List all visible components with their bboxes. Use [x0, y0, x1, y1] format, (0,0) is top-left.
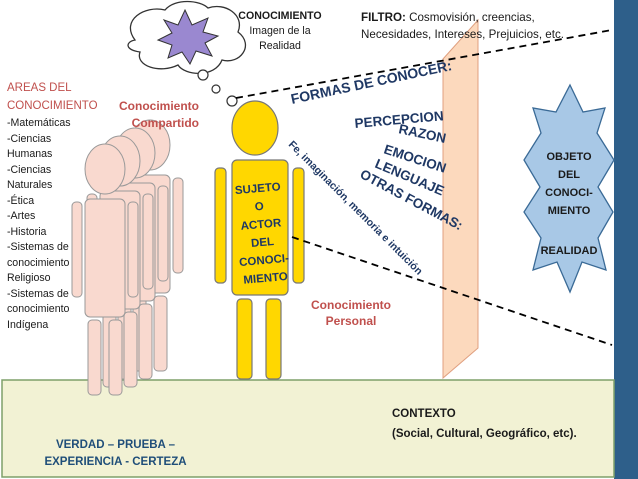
filter-body: Cosmovisión, creencias, Necesidades, Int…: [361, 11, 564, 41]
objeto-line-1: OBJETO: [546, 151, 591, 163]
areas-item: -Artes: [7, 210, 36, 222]
areas-item: -Ciencias: [7, 132, 52, 145]
thought-dot-3: [226, 95, 238, 107]
thought-dot-1: [197, 69, 209, 81]
areas-title-line-2: CONOCIMIENTO: [7, 100, 98, 112]
objeto-label: OBJETO DEL CONOCI- MIENTO REALIDAD: [541, 151, 598, 257]
areas-item: -Sistemas de: [7, 241, 69, 253]
areas-item: conocimiento: [7, 303, 70, 315]
shared-line-2: Compartido: [131, 116, 199, 130]
areas-item: -Historia: [7, 225, 47, 238]
actor-body: [231, 159, 289, 296]
areas-item: Naturales: [7, 179, 53, 191]
sujeto-line-3: ACTOR: [240, 217, 282, 233]
shared-figures: [71, 119, 184, 396]
formas-title: FORMAS DE CONOCER:: [289, 57, 453, 107]
areas-item: Indígena: [7, 318, 49, 331]
sujeto-line-5: CONOCI-: [239, 253, 290, 269]
areas-item: conocimiento: [7, 256, 70, 269]
truth-line-1: VERDAD – PRUEBA –: [55, 439, 176, 451]
dashed-line-upper: [235, 29, 613, 99]
areas-item: Religioso: [7, 272, 51, 284]
filter-label: FILTRO:: [361, 11, 406, 24]
sujeto-line-4: DEL: [251, 236, 275, 250]
sujeto-line-1: SUJETO: [234, 181, 281, 197]
sujeto-label: SUJETO O ACTOR DEL CONOCI- MIENTO: [234, 181, 290, 287]
personal-line-2: Personal: [325, 314, 377, 328]
object-shape: [523, 83, 615, 294]
objeto-line-3: CONOCI-: [545, 187, 593, 199]
areas-list: -Matemáticas -Ciencias Humanas -Ciencias…: [7, 116, 71, 333]
dashed-line-lower: [291, 236, 613, 346]
knowledge-bubble-text: CONOCIMIENTO Imagen de la Realidad: [230, 9, 330, 54]
right-border-bar: [614, 0, 638, 479]
areas-item: Humanas: [7, 148, 53, 160]
knowledge-burst: [156, 8, 220, 66]
context-line-1: CONTEXTO: [392, 408, 456, 420]
filter-text: FILTRO: Cosmovisión, creencias, Necesida…: [361, 9, 586, 43]
objeto-line-4: MIENTO: [548, 205, 591, 217]
truth-label: VERDAD – PRUEBA – EXPERIENCIA - CERTEZA: [13, 437, 218, 471]
actor-right-arm: [292, 167, 305, 284]
sujeto-line-2: O: [254, 201, 264, 214]
context-ground: [1, 379, 615, 478]
objeto-line-6: REALIDAD: [541, 245, 598, 257]
areas-item: -Ética: [7, 194, 35, 207]
areas-title: AREAS DEL CONOCIMIENTO: [7, 79, 98, 115]
filter-panel: [442, 18, 479, 380]
actor-left-arm: [214, 167, 227, 284]
context-line-2: (Social, Cultural, Geográfico, etc).: [392, 428, 577, 440]
areas-item: -Ciencias: [7, 163, 52, 176]
actor-left-leg: [236, 298, 253, 380]
areas-item: -Sistemas de: [7, 287, 69, 300]
personal-line-1: Conocimiento: [311, 298, 391, 312]
bubble-line-3: Realidad: [259, 40, 301, 52]
actor-figure: [214, 100, 305, 380]
formas-group: FORMAS DE CONOCER: PERCEPCION RAZON EMOC…: [286, 57, 465, 277]
thought-dot-2: [211, 84, 221, 94]
sujeto-line-6: MIENTO: [243, 271, 288, 287]
objeto-line-2: DEL: [558, 169, 580, 181]
context-label: CONTEXTO (Social, Cultural, Geográfico, …: [392, 404, 577, 444]
actor-head: [231, 100, 279, 156]
personal-knowledge-label: Conocimiento Personal: [296, 297, 406, 329]
shared-line-1: Conocimiento: [119, 99, 199, 113]
areas-item: -Matemáticas: [7, 117, 71, 129]
bubble-line-1: CONOCIMIENTO: [238, 10, 322, 22]
forma-item-razon: RAZON: [397, 121, 447, 146]
actor-right-leg: [265, 298, 282, 380]
areas-title-line-1: AREAS DEL: [7, 82, 72, 94]
truth-line-2: EXPERIENCIA - CERTEZA: [44, 456, 187, 468]
shared-knowledge-label: Conocimiento Compartido: [119, 98, 199, 132]
bubble-line-2: Imagen de la: [249, 25, 311, 37]
